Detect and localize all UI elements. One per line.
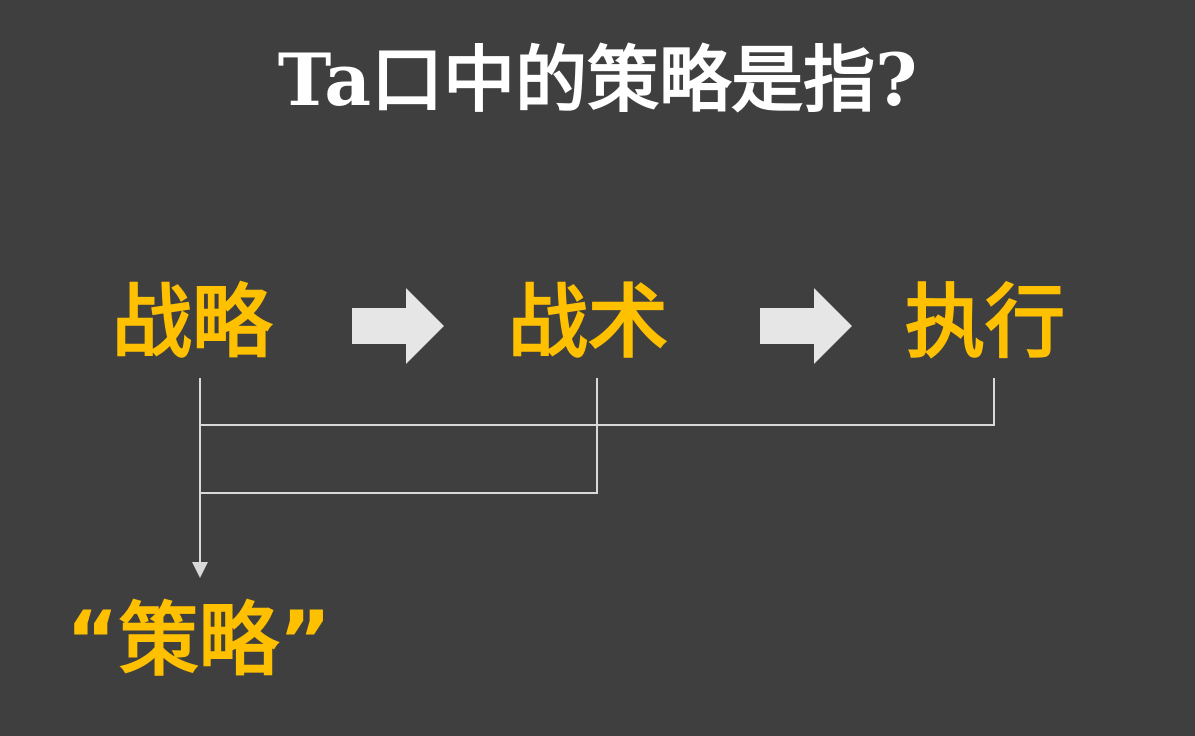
- slide-title: Ta口中的策略是指?: [277, 37, 918, 122]
- node-result: “策略”: [66, 594, 332, 687]
- arrow-tactics-to-execution: [760, 288, 852, 364]
- node-tactics: 战术: [508, 276, 668, 369]
- arrow-strategy-to-tactics: [352, 288, 444, 364]
- node-execution: 执行: [905, 276, 1065, 369]
- bracket-strategy-tactics: [199, 425, 598, 494]
- node-strategy: 战略: [112, 276, 272, 369]
